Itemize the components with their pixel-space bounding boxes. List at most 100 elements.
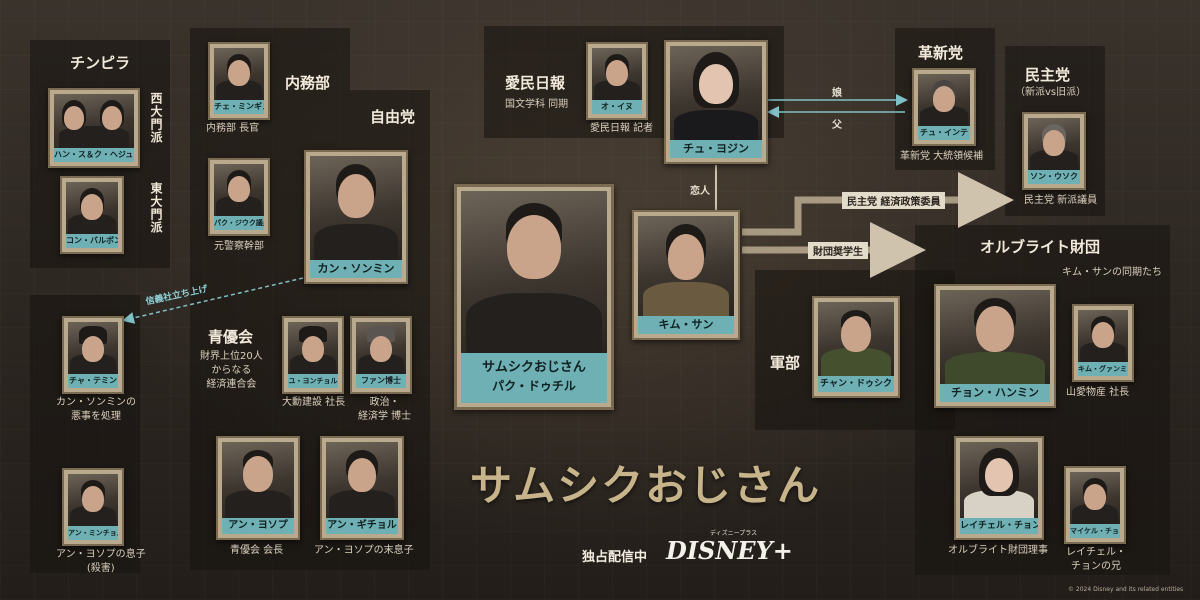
portrait-photo <box>66 182 118 234</box>
role-anyosop: 青優会 会長 <box>230 545 284 556</box>
name-tag: ハン・ス＆ク・ヘジュン <box>54 148 134 162</box>
card-yu[interactable]: ユ・ヨンチョル <box>282 316 344 394</box>
portrait-photo <box>1078 310 1128 362</box>
name-tag: オ・イヌ <box>592 100 642 114</box>
card-anminchol[interactable]: アン・ミンチョル <box>62 468 124 546</box>
disney-small: ディズニープラス <box>710 530 758 537</box>
group-title-chinpira: チンピラ <box>70 54 131 72</box>
line-shingi <box>122 277 304 324</box>
card-paku[interactable]: パク・ジウク議員 <box>208 158 270 236</box>
portrait-photo <box>68 474 118 526</box>
name-tag: チョン・ハンミン <box>940 384 1050 402</box>
name-tag: アン・ミンチョル <box>68 526 118 540</box>
name-tag: チャン・ドゥシク <box>818 376 894 392</box>
role-maikel: レイチェル・ チョンの兄 <box>1066 547 1126 572</box>
role-chuinte: 革新党 大統領候補 <box>900 151 984 162</box>
card-fan[interactable]: ファン博士 <box>350 316 412 394</box>
group-sub-seiyukai: 財界上位20人 からなる 経済連合会 <box>200 351 263 390</box>
card-anyosop[interactable]: アン・ヨソプ <box>216 436 300 540</box>
portrait-photo <box>461 191 607 353</box>
role-paku: 元警察幹部 <box>214 241 264 252</box>
name-tag: アン・ヨソプ <box>222 518 294 534</box>
name-tag: キム・グァンミン <box>1078 362 1128 376</box>
role-reichel: オルブライト財団理事 <box>948 545 1048 556</box>
exclusive-label: 独占配信中 <box>582 550 648 565</box>
portrait-photo <box>68 322 118 374</box>
name-tag: チェ・ミンギュ <box>214 100 264 114</box>
portrait-photo <box>214 164 264 216</box>
name-tag: ソン・ウソク <box>1028 170 1080 184</box>
card-chamin[interactable]: チャ・テミン <box>62 316 124 394</box>
relation-minshu-iin: 民主党 経済政策委員 <box>842 192 946 209</box>
portrait-photo <box>918 74 970 126</box>
portrait-photo <box>214 48 264 100</box>
group-title-naimubu: 内務部 <box>285 74 331 92</box>
role-chamin: カン・ソンミンの 悪事を処理 <box>56 397 136 422</box>
portrait-photo <box>222 442 294 518</box>
card-kon[interactable]: コン・バルボン <box>60 176 124 254</box>
card-chan[interactable]: チャン・ドゥシク <box>812 296 900 398</box>
portrait-photo <box>54 94 134 148</box>
group-title-jiyuto: 自由党 <box>370 108 416 126</box>
card-han-ku[interactable]: ハン・ス＆ク・ヘジュン <box>48 88 140 168</box>
group-sub-aimin: 国文学科 同期 <box>505 99 569 110</box>
role-fan: 政治・ 経済学 博士 <box>358 397 412 422</box>
portrait-photo <box>326 442 398 518</box>
role-kimgyan: 山愛物産 社長 <box>1066 387 1130 398</box>
name-tag: アン・ギチョル <box>326 518 398 534</box>
group-title-seiyukai: 青優会 <box>208 328 254 346</box>
card-son[interactable]: ソン・ウソク <box>1022 112 1086 190</box>
name-tag: ユ・ヨンチョル <box>288 374 338 388</box>
group-title-aimin: 愛民日報 <box>505 74 566 92</box>
portrait-photo <box>1028 118 1080 170</box>
card-choe[interactable]: チェ・ミンギュ <box>208 42 270 120</box>
name-main-2: パク・ドゥチル <box>492 379 576 393</box>
group-title-minshu: 民主党 <box>1025 66 1071 84</box>
name-main-1: サムシクおじさん <box>482 360 586 375</box>
card-chu[interactable]: チュ・ヨジン <box>664 40 768 164</box>
name-tag: パク・ジウク議員 <box>214 216 264 230</box>
relation-musume: 娘 <box>832 88 842 99</box>
card-kimsan[interactable]: キム・サン <box>632 210 740 340</box>
name-tag: キム・サン <box>638 316 734 334</box>
portrait-photo <box>592 48 642 100</box>
card-angichol[interactable]: アン・ギチョル <box>320 436 404 540</box>
portrait-photo <box>638 216 734 316</box>
group-title-albright: オルブライト財団 <box>980 238 1101 256</box>
group-title-kakushin: 革新党 <box>918 44 964 62</box>
label-higashidaimon: 東大門派 <box>149 182 163 234</box>
role-choe: 内務部 長官 <box>206 123 260 134</box>
show-logo: サムシクおじさん <box>470 461 822 510</box>
card-chuinte[interactable]: チュ・インテ <box>912 68 976 146</box>
portrait-photo <box>356 322 406 374</box>
name-tag: チャ・テミン <box>68 374 118 388</box>
group-sub-minshu: （新派vs旧派） <box>1015 87 1087 98</box>
name-tag: チュ・ヨジン <box>670 140 762 158</box>
card-oie[interactable]: オ・イヌ <box>586 42 648 120</box>
card-kimgyan[interactable]: キム・グァンミン <box>1072 304 1134 382</box>
card-kan[interactable]: カン・ソンミン <box>304 150 408 284</box>
role-angichol: アン・ヨソプの末息子 <box>314 545 414 556</box>
role-anminchol: アン・ヨソプの息子 (殺害) <box>56 549 146 574</box>
portrait-photo <box>288 322 338 374</box>
card-maikel[interactable]: マイケル・チョン <box>1064 466 1126 544</box>
group-sub-albright: キム・サンの同期たち <box>1062 267 1162 278</box>
portrait-photo <box>1070 472 1120 524</box>
role-oie: 愛民日報 記者 <box>590 123 654 134</box>
card-samsik[interactable]: サムシクおじさん パク・ドゥチル <box>454 184 614 410</box>
name-tag: コン・バルボン <box>66 234 118 248</box>
relation-koibito: 恋人 <box>690 186 710 197</box>
name-tag: ファン博士 <box>356 374 406 388</box>
name-tag-main: サムシクおじさん パク・ドゥチル <box>461 353 607 403</box>
portrait-photo <box>670 46 762 140</box>
card-reichel[interactable]: レイチェル・チョン <box>954 436 1044 540</box>
copyright: © 2024 Disney and its related entities <box>1068 586 1184 593</box>
relation-chichi: 父 <box>832 120 842 131</box>
card-chon[interactable]: チョン・ハンミン <box>934 284 1056 408</box>
name-tag: レイチェル・チョン <box>960 518 1038 534</box>
portrait-photo <box>960 442 1038 518</box>
label-seidaimon: 西大門派 <box>149 92 163 144</box>
role-yu: 大勳建設 社長 <box>282 397 346 408</box>
portrait-photo <box>310 156 402 260</box>
